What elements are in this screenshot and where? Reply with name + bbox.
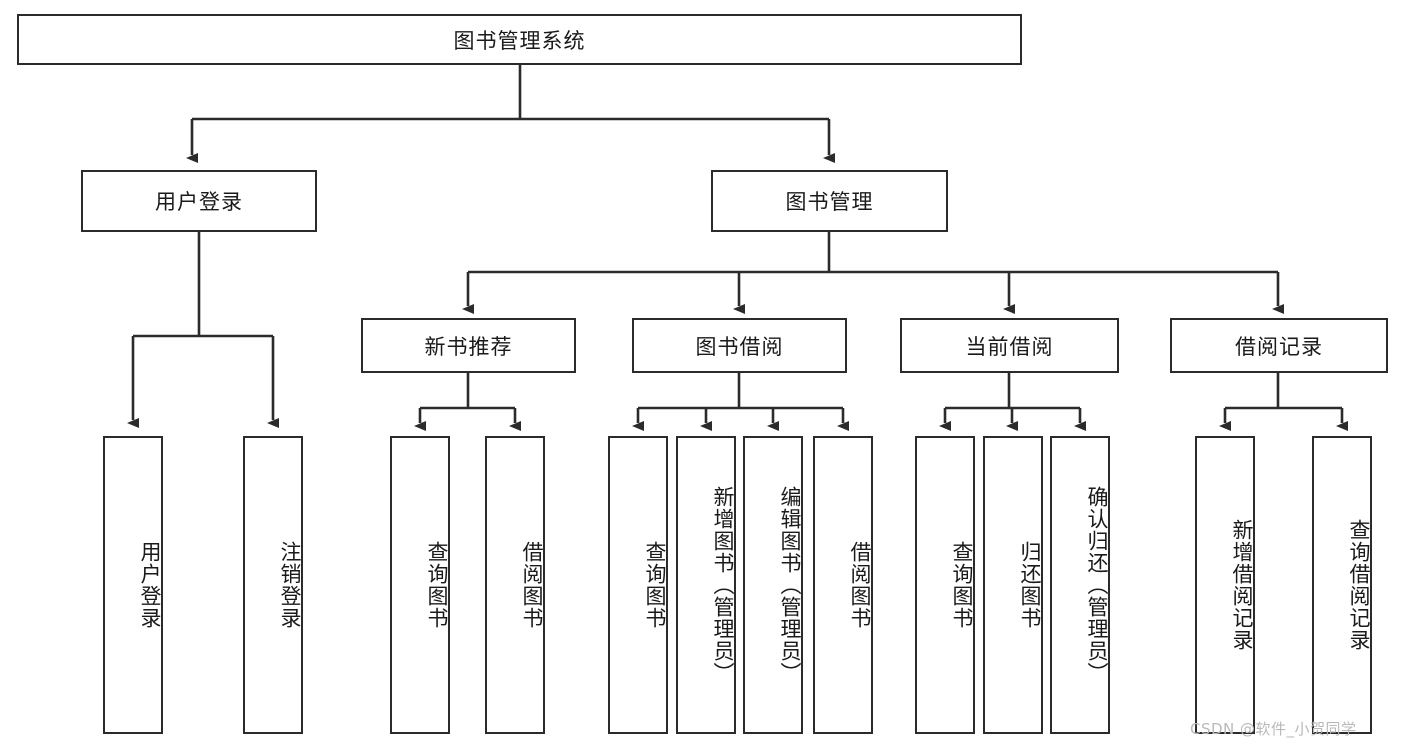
- node-new-book-recommend[interactable]: 新书推荐: [361, 318, 576, 373]
- leaf-current-confirm-return[interactable]: 确认归还（管理员）: [1050, 436, 1110, 734]
- leaf-label: 注销登录: [278, 541, 302, 629]
- leaf-label: 借阅图书: [520, 541, 544, 629]
- node-book-management[interactable]: 图书管理: [711, 170, 948, 232]
- leaf-record-add-record[interactable]: 新增借阅记录: [1195, 436, 1255, 734]
- leaf-borrow-borrow-book[interactable]: 借阅图书: [813, 436, 873, 734]
- csdn-watermark: CSDN @软件_小贺同学: [1190, 720, 1357, 738]
- node-user-login-label: 用户登录: [155, 190, 243, 214]
- leaf-label: 归还图书: [1018, 541, 1042, 629]
- leaf-label: 用户登录: [138, 541, 162, 629]
- node-book-borrow-label: 图书借阅: [695, 334, 784, 359]
- leaf-label: 确认归还（管理员）: [1085, 486, 1109, 684]
- leaf-user-login-login[interactable]: 用户登录: [103, 436, 163, 734]
- node-current-borrow[interactable]: 当前借阅: [900, 318, 1119, 373]
- leaf-user-login-logout[interactable]: 注销登录: [243, 436, 303, 734]
- leaf-recommend-query-book[interactable]: 查询图书: [390, 436, 450, 734]
- node-book-management-label: 图书管理: [785, 190, 874, 214]
- leaf-label: 新增借阅记录: [1230, 519, 1254, 651]
- node-new-book-recommend-label: 新书推荐: [424, 334, 513, 359]
- leaf-label: 查询图书: [425, 541, 449, 629]
- node-root-label: 图书管理系统: [453, 28, 586, 53]
- leaf-label: 查询借阅记录: [1347, 519, 1371, 651]
- leaf-current-return-book[interactable]: 归还图书: [983, 436, 1043, 734]
- node-root[interactable]: 图书管理系统: [17, 14, 1022, 65]
- leaf-label: 新增图书（管理员）: [711, 486, 735, 684]
- leaf-current-query-book[interactable]: 查询图书: [915, 436, 975, 734]
- leaf-label: 查询图书: [950, 541, 974, 629]
- node-book-borrow[interactable]: 图书借阅: [632, 318, 847, 373]
- leaf-label: 编辑图书（管理员）: [778, 486, 802, 684]
- node-borrow-record-label: 借阅记录: [1235, 334, 1323, 359]
- leaf-label: 借阅图书: [848, 541, 872, 629]
- leaf-record-query-record[interactable]: 查询借阅记录: [1312, 436, 1372, 734]
- node-user-login[interactable]: 用户登录: [81, 170, 317, 232]
- leaf-borrow-query-book[interactable]: 查询图书: [608, 436, 668, 734]
- leaf-label: 查询图书: [643, 541, 667, 629]
- leaf-borrow-edit-book[interactable]: 编辑图书（管理员）: [743, 436, 803, 734]
- node-borrow-record[interactable]: 借阅记录: [1170, 318, 1388, 373]
- node-current-borrow-label: 当前借阅: [965, 334, 1054, 359]
- leaf-borrow-add-book[interactable]: 新增图书（管理员）: [676, 436, 736, 734]
- leaf-recommend-borrow-book[interactable]: 借阅图书: [485, 436, 545, 734]
